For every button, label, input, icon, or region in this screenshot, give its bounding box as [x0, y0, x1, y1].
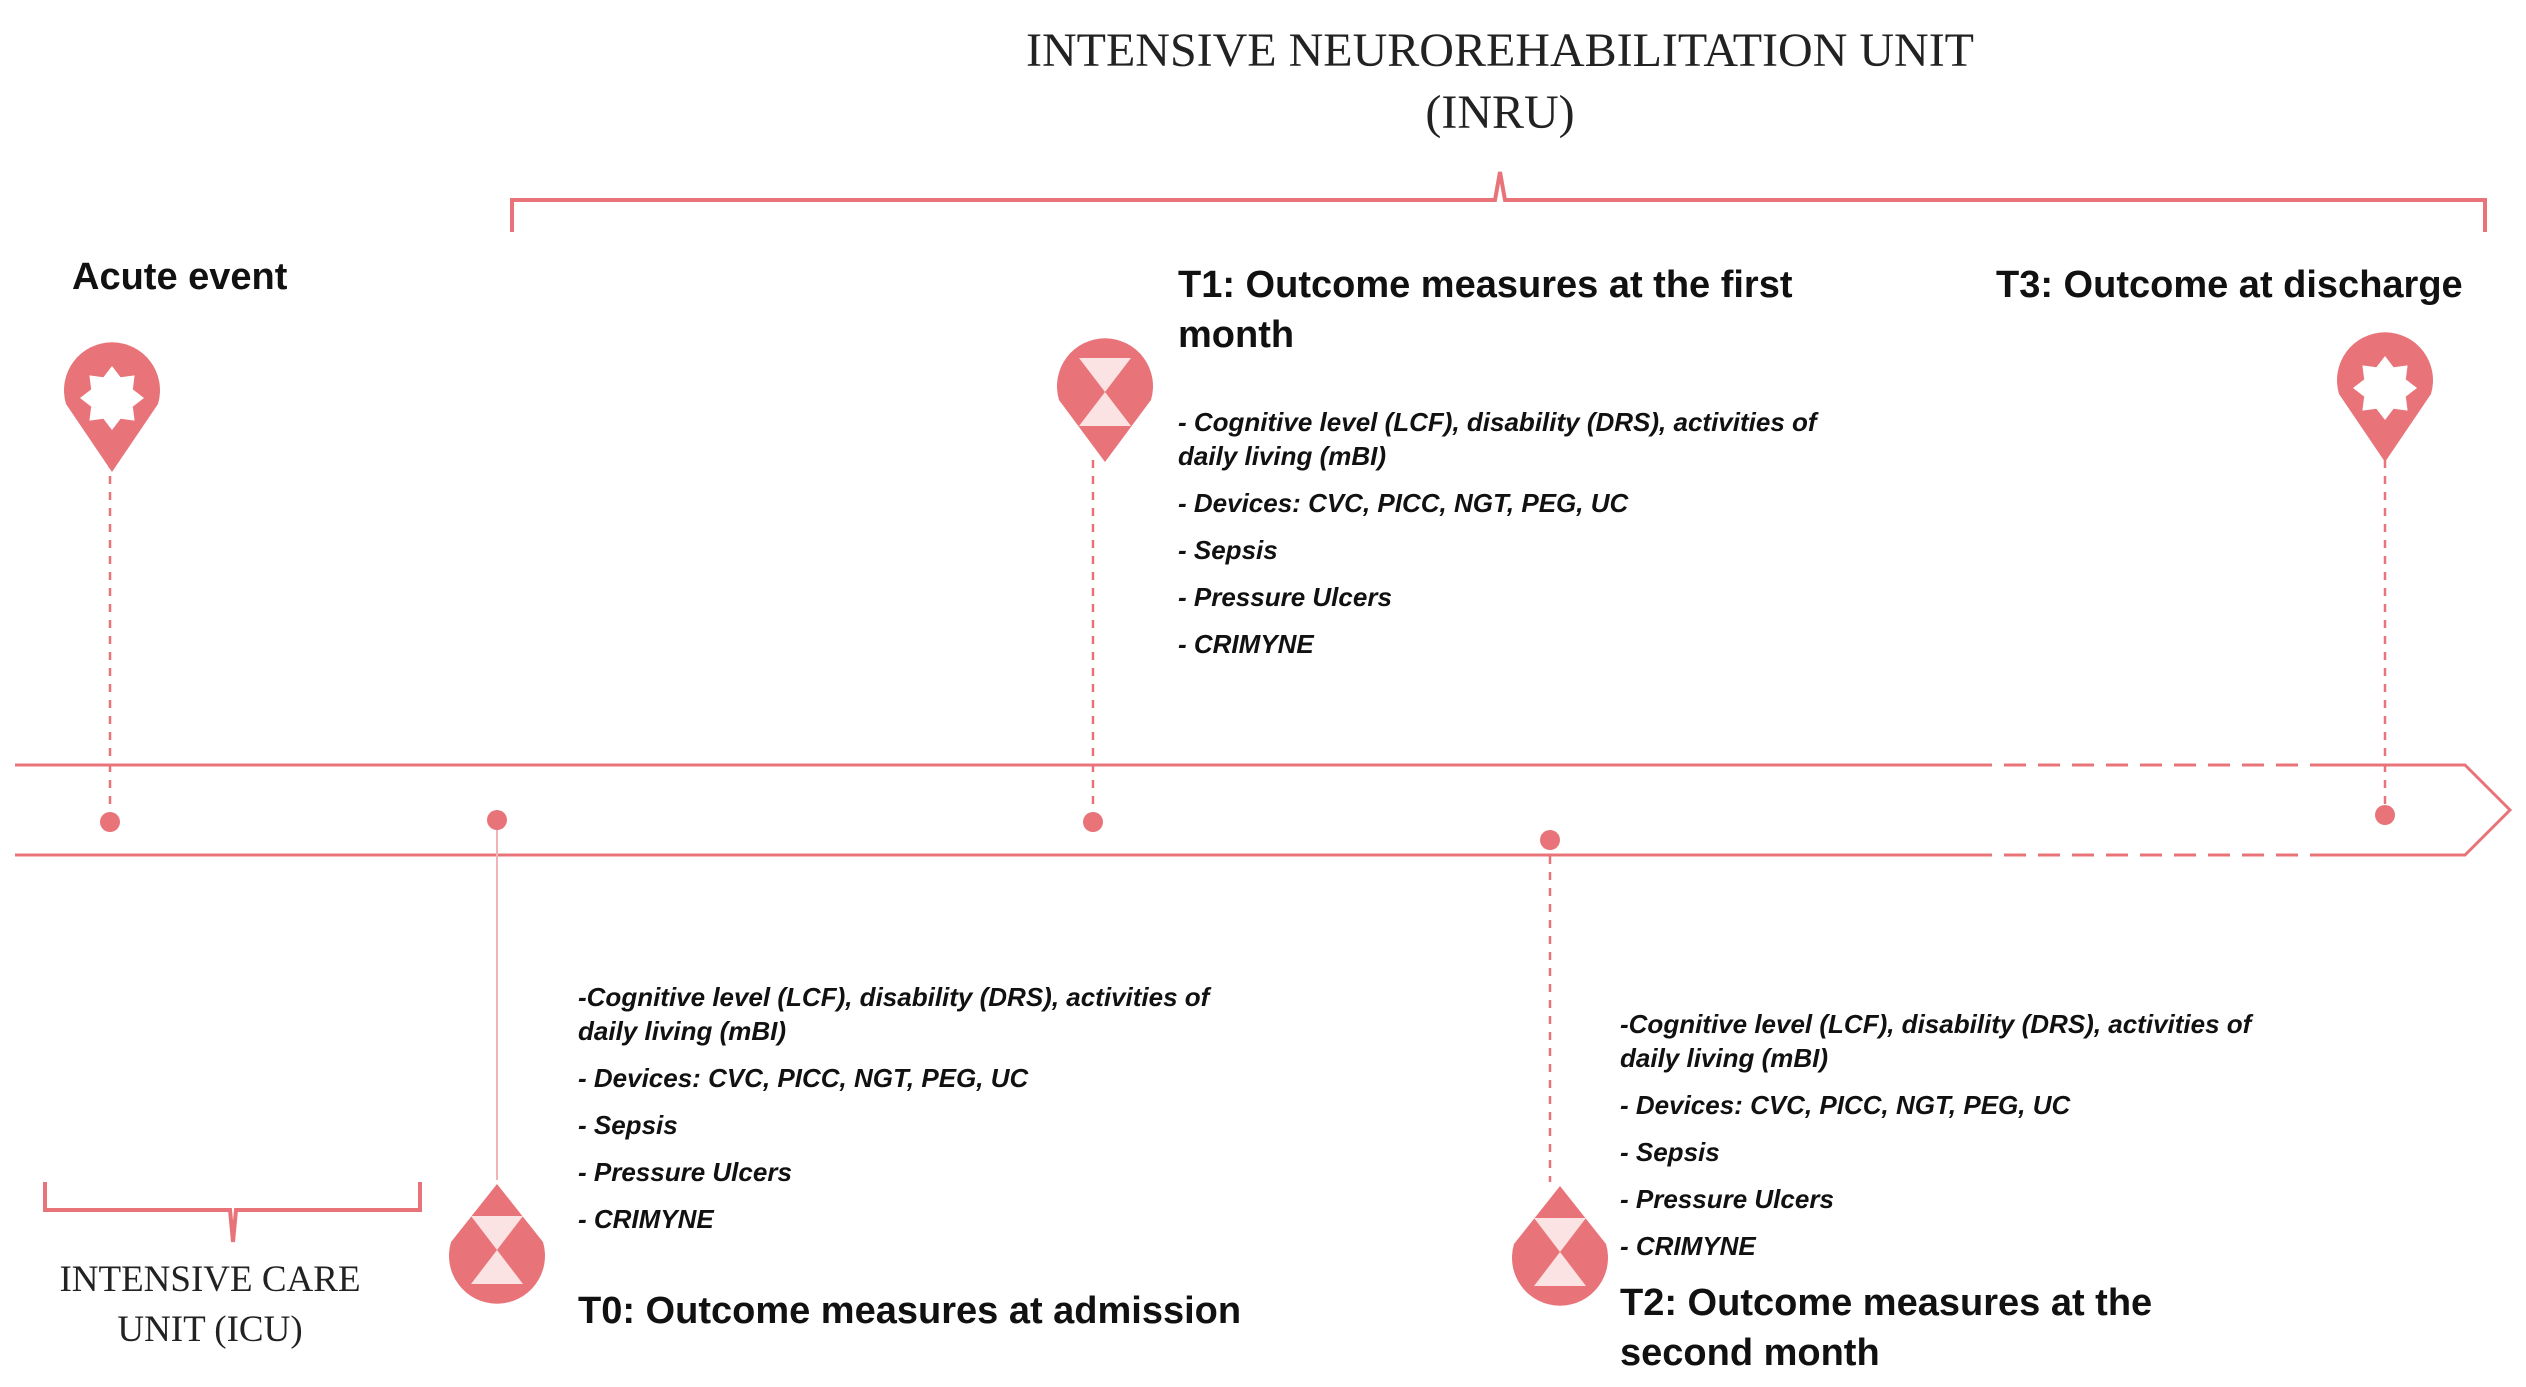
timeline-dot-t3	[2375, 805, 2395, 825]
list-item: daily living (mBI)	[1178, 441, 1387, 471]
hourglass-pin-icon	[449, 1184, 545, 1304]
list-item: daily living (mBI)	[1620, 1043, 1829, 1073]
timeline-dot-t1	[1083, 812, 1103, 832]
star-map-pin-icon	[64, 342, 160, 472]
list-item: - Sepsis	[1620, 1137, 1720, 1167]
timeline-arrow	[15, 763, 2513, 857]
t2-heading-line1: T2: Outcome measures at the	[1620, 1282, 2153, 1324]
list-item: - Pressure Ulcers	[1178, 582, 1392, 612]
icu-brace	[43, 1182, 422, 1243]
list-item: - Devices: CVC, PICC, NGT, PEG, UC	[578, 1063, 1029, 1093]
t2-heading: T2: Outcome measures at the second month	[1620, 1278, 2152, 1378]
list-item: - Devices: CVC, PICC, NGT, PEG, UC	[1178, 488, 1629, 518]
timeline-dot-t0	[487, 810, 507, 830]
list-item: - Sepsis	[1178, 535, 1278, 565]
list-item: - Devices: CVC, PICC, NGT, PEG, UC	[1620, 1090, 2071, 1120]
list-item: - Sepsis	[578, 1110, 678, 1140]
icu-label-line1: INTENSIVE CARE	[59, 1259, 361, 1300]
list-item: -Cognitive level (LCF), disability (DRS)…	[1620, 1009, 2252, 1039]
list-item: daily living (mBI)	[578, 1016, 787, 1046]
list-item: - Pressure Ulcers	[1620, 1184, 1834, 1214]
hourglass-pin-icon	[1057, 338, 1153, 462]
t0-heading: T0: Outcome measures at admission	[578, 1290, 1242, 1332]
star-map-pin-icon	[2337, 332, 2433, 462]
timeline-dot-acute	[100, 812, 120, 832]
inru-title-line2: (INRU)	[1425, 86, 1575, 139]
list-item: - CRIMYNE	[1620, 1231, 1756, 1261]
t1-heading: T1: Outcome measures at the first month	[1178, 260, 1793, 360]
icu-label: INTENSIVE CARE UNIT (ICU)	[20, 1255, 400, 1355]
t2-measures-list: -Cognitive level (LCF), disability (DRS)…	[1620, 1007, 2251, 1276]
list-item: - CRIMYNE	[578, 1204, 714, 1234]
inru-title-line1: INTENSIVE NEUROREHABILITATION UNIT	[1026, 24, 1974, 77]
t0-measures-list: -Cognitive level (LCF), disability (DRS)…	[578, 980, 1209, 1249]
t3-heading: T3: Outcome at discharge	[1996, 264, 2463, 306]
inru-brace	[510, 171, 2487, 232]
icu-label-line2: UNIT (ICU)	[117, 1309, 303, 1350]
acute-event-heading: Acute event	[72, 256, 288, 298]
list-item: - Pressure Ulcers	[578, 1157, 792, 1187]
inru-title: INTENSIVE NEUROREHABILITATION UNIT (INRU…	[900, 20, 2100, 144]
hourglass-pin-icon	[1512, 1186, 1608, 1306]
timeline-dot-t2	[1540, 830, 1560, 850]
list-item: - CRIMYNE	[1178, 629, 1314, 659]
t1-heading-line1: T1: Outcome measures at the first	[1178, 264, 1793, 306]
list-item: - Cognitive level (LCF), disability (DRS…	[1178, 407, 1817, 437]
t2-heading-line2: second month	[1620, 1332, 1880, 1374]
t1-measures-list: - Cognitive level (LCF), disability (DRS…	[1178, 405, 1817, 674]
t1-heading-line2: month	[1178, 314, 1295, 356]
list-item: -Cognitive level (LCF), disability (DRS)…	[578, 982, 1210, 1012]
